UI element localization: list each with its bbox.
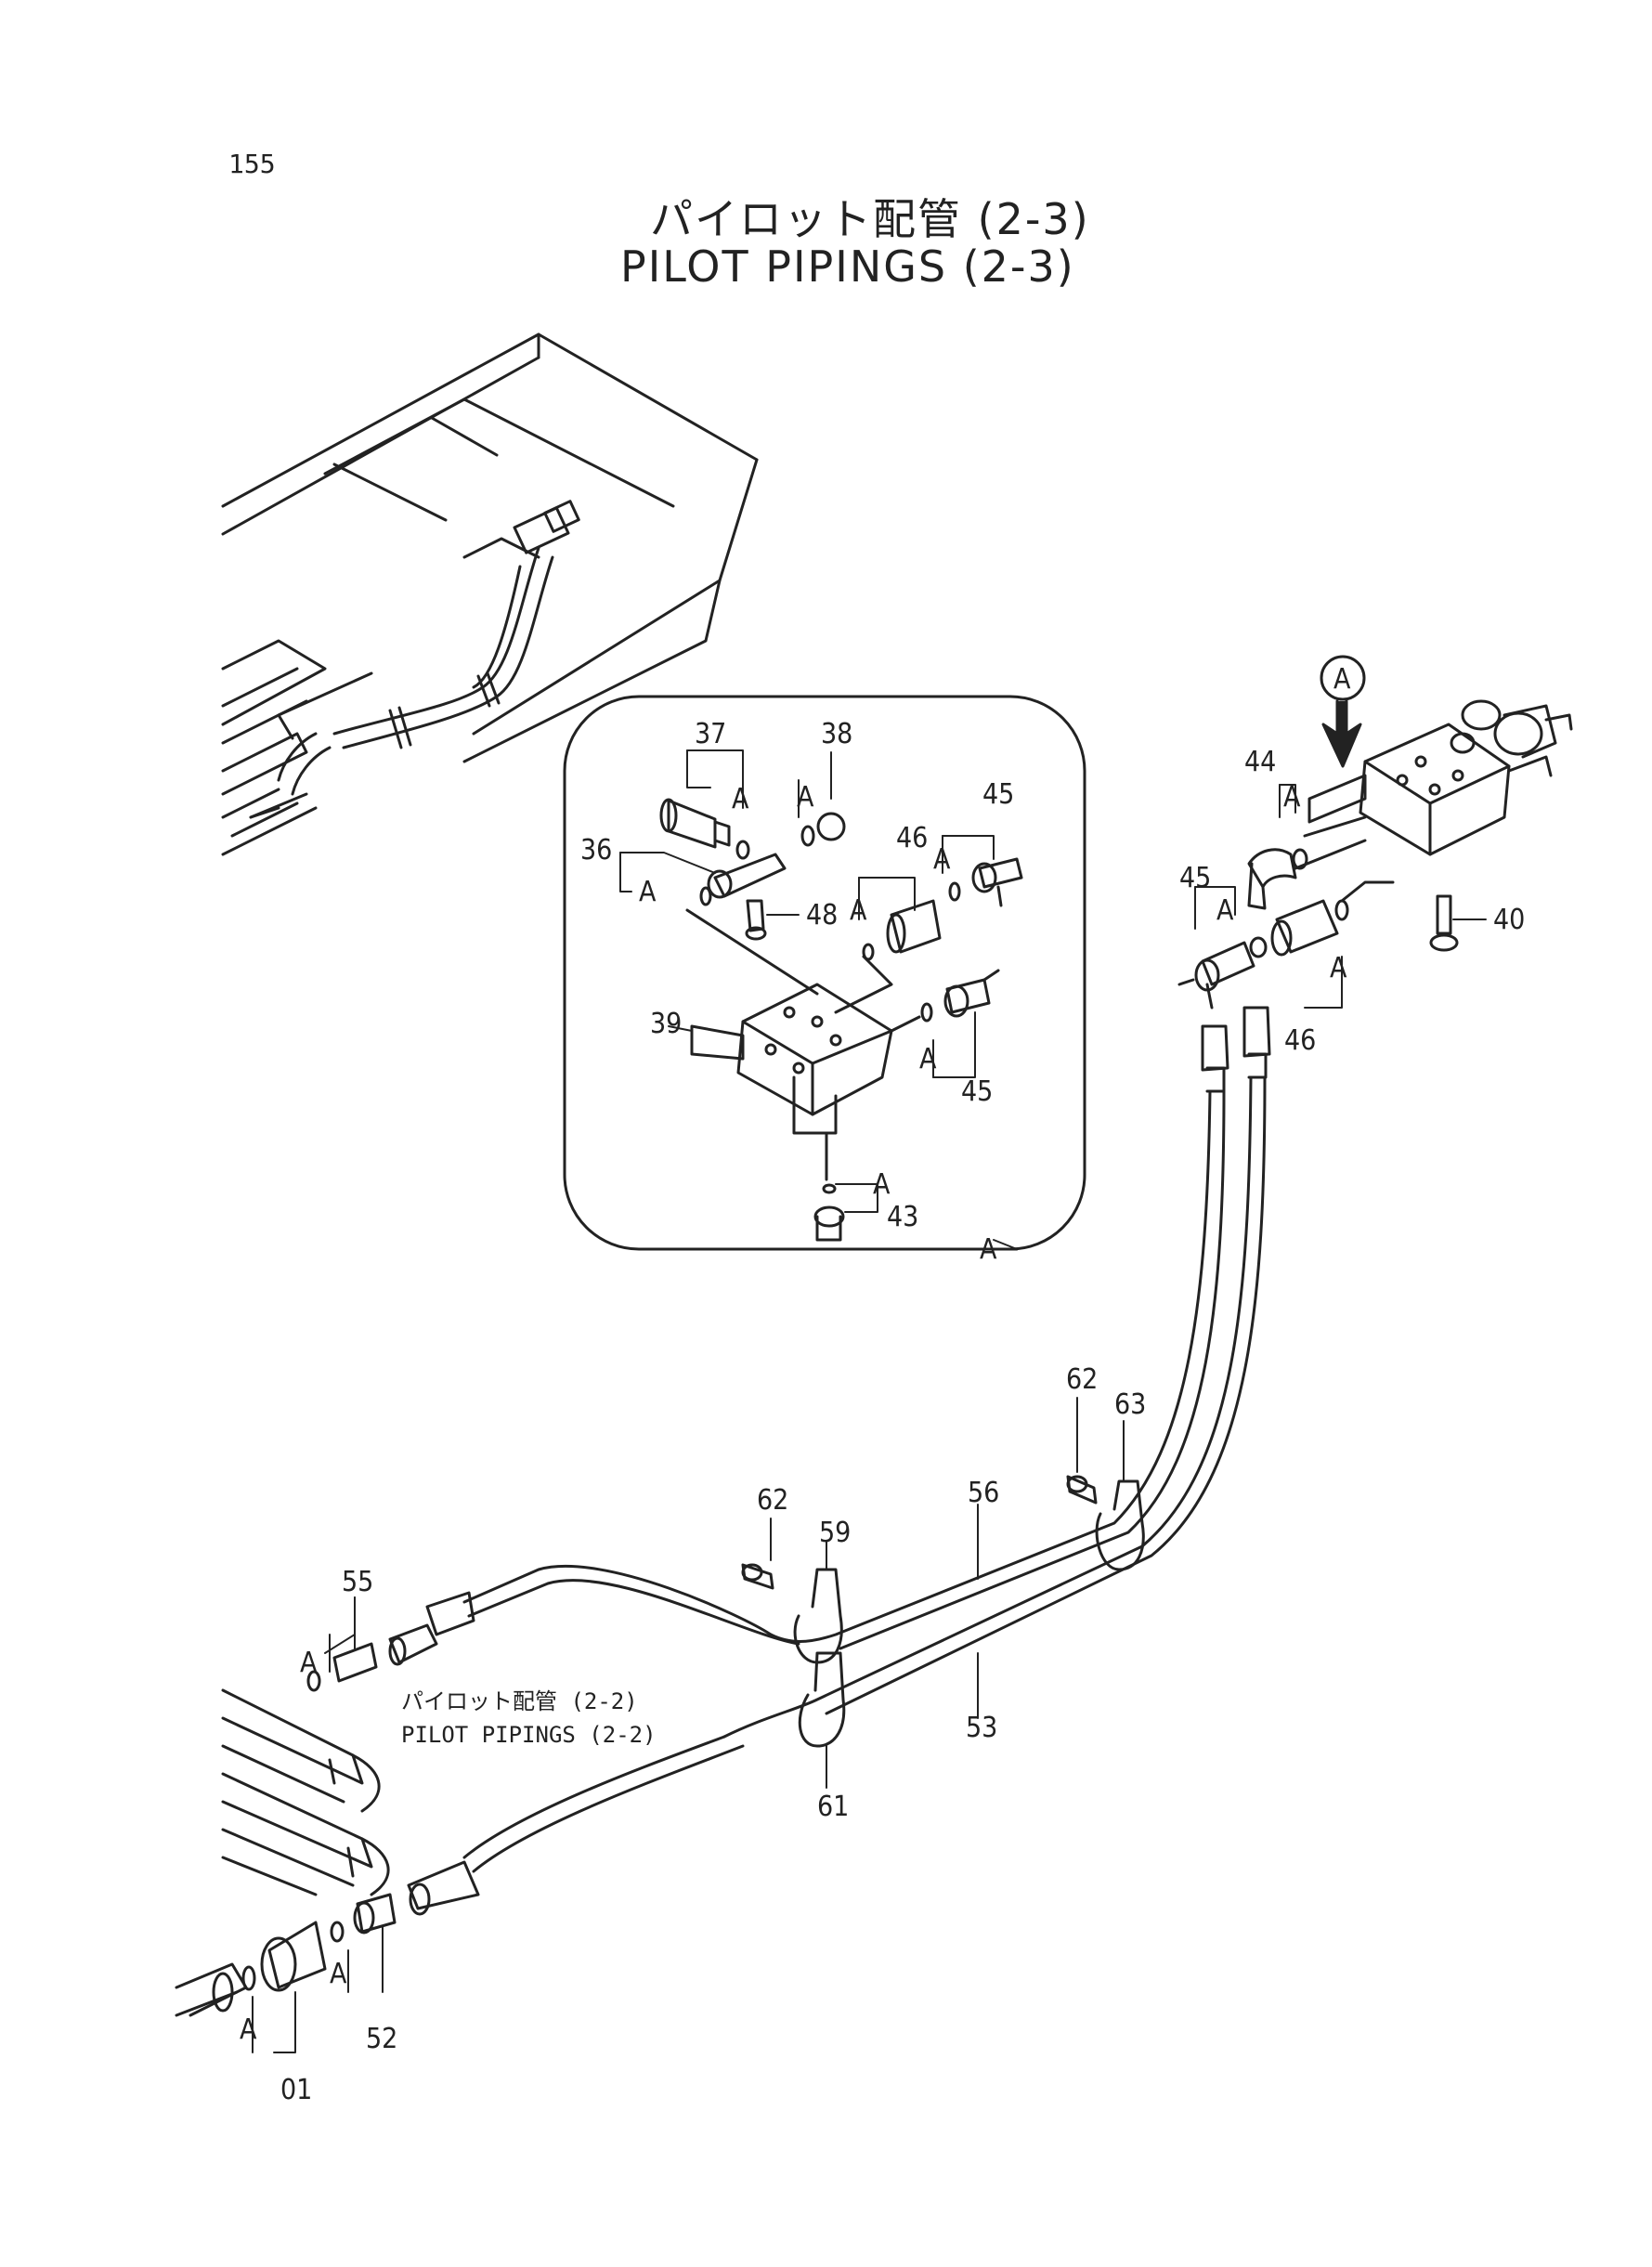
a-label: A xyxy=(873,1168,891,1201)
detail-a-marker xyxy=(1320,655,1366,701)
part-label: 46 xyxy=(896,822,928,854)
a-label: A xyxy=(639,876,657,908)
a-label: A xyxy=(732,783,749,815)
clamps xyxy=(741,1475,1145,1748)
part-label: 38 xyxy=(821,718,852,750)
lower-left-frame xyxy=(175,1688,390,2017)
part-label: 46 xyxy=(1284,1024,1316,1057)
part-label: 40 xyxy=(1493,904,1525,936)
part-label: 48 xyxy=(806,899,838,932)
a-label: A xyxy=(933,843,951,876)
part-label: 45 xyxy=(982,778,1014,811)
a-label: A xyxy=(919,1043,937,1075)
part-label: 45 xyxy=(1179,862,1211,894)
page-number: 155 xyxy=(228,149,276,179)
detail-a-arrow xyxy=(1321,699,1362,768)
reference-english: PILOT PIPINGS (2-2) xyxy=(401,1722,657,1748)
a-label: A xyxy=(1330,952,1347,984)
part-label: 62 xyxy=(1066,1363,1098,1396)
part-label: 59 xyxy=(819,1517,851,1549)
detail-a-letter: A xyxy=(1333,663,1351,696)
a-label: A xyxy=(1216,894,1234,927)
part-label: 56 xyxy=(968,1477,999,1509)
part-label: 37 xyxy=(695,718,726,750)
title-japanese: パイロット配管 (2-3) xyxy=(650,194,1090,244)
a-label: A xyxy=(240,2013,257,2046)
frame-hoses xyxy=(249,500,580,819)
part-label: 61 xyxy=(817,1791,849,1823)
a-label-group: A A A A A A A A A A A A A A A xyxy=(240,663,1351,2046)
part-label-group: 37 38 36 48 46 45 39 45 43 44 45 40 46 6… xyxy=(280,718,1525,2106)
valve-assembly xyxy=(1177,699,1573,1093)
a-label: A xyxy=(980,1233,997,1266)
main-hoses xyxy=(241,1075,1267,1992)
reference-japanese: パイロット配管 (2-2) xyxy=(401,1688,638,1714)
part-label: 62 xyxy=(757,1484,788,1517)
part-label: 55 xyxy=(342,1566,373,1598)
part-label: 53 xyxy=(966,1712,997,1744)
a-label: A xyxy=(300,1647,318,1679)
a-label: A xyxy=(797,781,814,814)
part-label: 52 xyxy=(366,2023,397,2055)
part-label: 63 xyxy=(1114,1388,1146,1421)
a-label: A xyxy=(850,894,867,927)
part-label: 36 xyxy=(580,834,612,866)
a-label: A xyxy=(1283,781,1301,814)
part-label: 43 xyxy=(887,1201,918,1233)
part-label: 01 xyxy=(280,2074,312,2106)
a-label: A xyxy=(330,1958,347,1990)
part-label: 44 xyxy=(1244,746,1276,778)
inset-parts xyxy=(659,798,1023,1242)
title-english: PILOT PIPINGS (2-3) xyxy=(620,241,1075,292)
detail-box xyxy=(563,695,1086,1251)
frame-platform xyxy=(221,332,759,856)
leader-lines xyxy=(252,749,1487,2053)
part-label: 45 xyxy=(961,1075,993,1108)
part-label: 39 xyxy=(650,1008,682,1040)
